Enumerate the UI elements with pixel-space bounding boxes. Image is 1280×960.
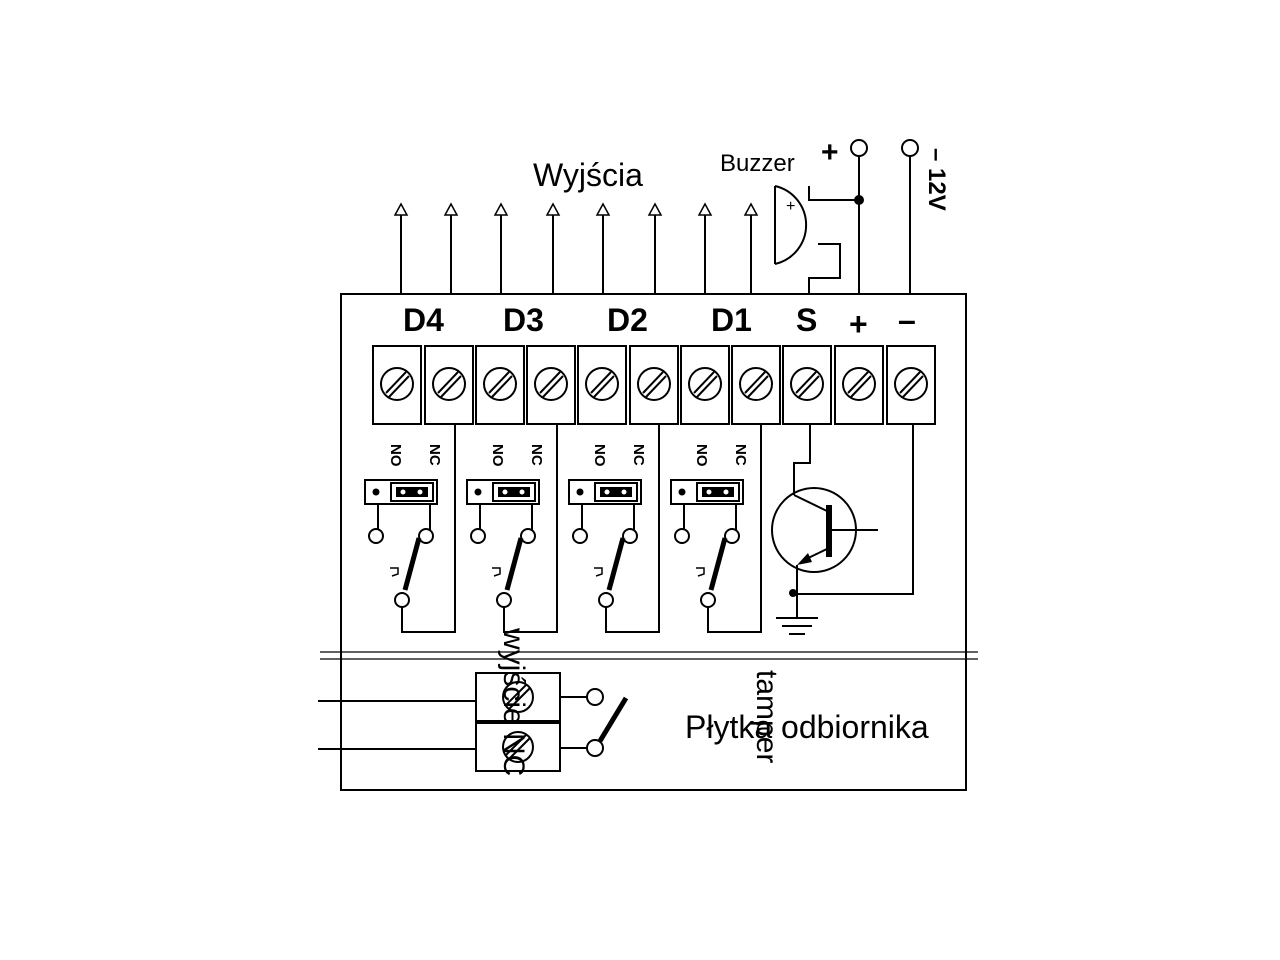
screw-terminal	[577, 345, 627, 425]
screw-terminal	[424, 345, 474, 425]
buzzer-label: Buzzer	[720, 150, 795, 177]
output-arrow	[393, 202, 409, 294]
screw-terminal	[629, 345, 679, 425]
terminal-label-d1: D1	[711, 302, 752, 338]
screw-terminal	[834, 345, 884, 425]
transistor	[771, 424, 914, 618]
relay-d1-nc-label: NC	[732, 444, 749, 466]
terminal-label-d4: D4	[403, 302, 444, 338]
relay-contact	[568, 424, 660, 633]
output-arrow	[595, 202, 611, 294]
terminal-blocks	[372, 345, 936, 425]
outputs-label: Wyjścia	[533, 157, 643, 193]
receiver-board-label: Płytka odbiornika	[685, 709, 929, 745]
relay-d4-nc-label: NC	[426, 444, 443, 466]
relay-d2-no-label: NO	[591, 444, 608, 467]
screw-terminal	[475, 345, 525, 425]
jumper-labels: NO NC NO NC NO NC NO NC	[387, 444, 749, 467]
screw-terminal	[372, 345, 422, 425]
buzzer: +	[774, 185, 860, 294]
output-arrow	[647, 202, 663, 294]
terminal-label-d3: D3	[503, 302, 544, 338]
tamper-switch	[560, 688, 629, 757]
screw-terminal	[526, 345, 576, 425]
relays	[364, 424, 762, 633]
tamper-label: tamper	[750, 670, 783, 763]
output-arrows	[393, 202, 759, 294]
supply-lines	[850, 139, 919, 294]
terminal-label-minus: –	[898, 302, 916, 338]
screw-terminal	[731, 345, 781, 425]
ground-symbol	[776, 617, 818, 635]
relay-contact	[364, 424, 456, 633]
supply-minus-mark: –	[923, 148, 950, 161]
screw-terminal	[886, 345, 936, 425]
tamper-output-label: wyjście NC	[497, 627, 530, 776]
output-arrow	[743, 202, 759, 294]
output-arrow	[697, 202, 713, 294]
relay-d3-nc-label: NC	[528, 444, 545, 466]
module-box	[340, 293, 967, 791]
relay-d3-no-label: NO	[489, 444, 506, 467]
relay-d2-nc-label: NC	[630, 444, 647, 466]
relay-d1-no-label: NO	[693, 444, 710, 467]
screw-terminal	[782, 345, 832, 425]
relay-contact	[670, 424, 762, 633]
relay-contact	[466, 424, 558, 633]
buzzer-plus-symbol: +	[786, 198, 795, 215]
supply-plus-label: +	[821, 136, 839, 169]
output-arrow	[493, 202, 509, 294]
terminal-label-plus: +	[849, 306, 868, 342]
screw-terminal	[680, 345, 730, 425]
terminal-label-s: S	[796, 302, 817, 338]
relay-d4-no-label: NO	[387, 444, 404, 467]
output-arrow	[545, 202, 561, 294]
supply-voltage-label: 12V	[923, 168, 950, 211]
output-arrow	[443, 202, 459, 294]
terminal-headers: D4 D3 D2 D1 S + –	[403, 302, 916, 342]
terminal-label-d2: D2	[607, 302, 648, 338]
